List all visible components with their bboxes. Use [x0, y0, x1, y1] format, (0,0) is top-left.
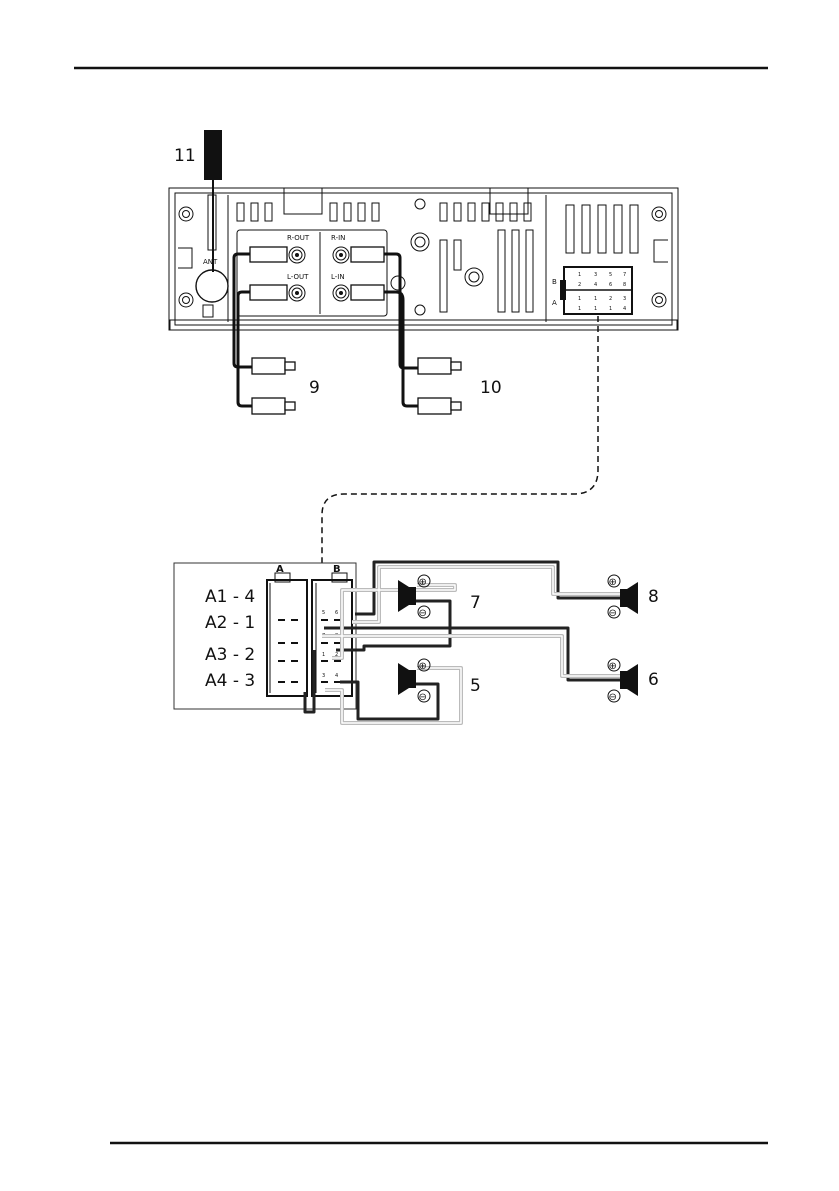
rca-cables — [232, 246, 462, 415]
mapping-a1: A1 - 4 — [205, 587, 255, 607]
callout-7: 7 — [470, 593, 481, 613]
speaker-wires — [303, 560, 620, 725]
speaker-front-left: ⊕ ⊖ — [398, 574, 431, 619]
rca-jacks — [288, 246, 350, 302]
conn-pin: 7 — [623, 272, 626, 278]
conn-pin: 1 — [578, 272, 581, 278]
positive-terminal: ⊕ — [419, 577, 427, 588]
conn-pin: 5 — [609, 272, 612, 278]
speaker-front-right: ⊕ ⊖ — [607, 574, 638, 619]
conn-pin: 1 — [578, 306, 581, 312]
iso-pin-number: 1 — [322, 652, 325, 658]
conn-pin: 6 — [609, 282, 612, 288]
l-in-label: L-IN — [331, 273, 345, 281]
callout-10: 10 — [480, 378, 502, 398]
callout-6: 6 — [648, 670, 659, 690]
ant-label: ANT — [203, 258, 218, 266]
speaker-rear-left: ⊕ ⊖ — [398, 658, 431, 703]
mapping-a2: A2 - 1 — [205, 613, 255, 633]
conn-pin: 4 — [594, 282, 597, 288]
iso-block-a-label: A — [276, 564, 284, 575]
iso-pin-number: 3 — [322, 673, 325, 679]
r-out-label: R-OUT — [287, 234, 310, 242]
negative-terminal: ⊖ — [419, 608, 427, 619]
head-unit-rear-panel: ANT R-OUT L-OUT R-IN L-IN B A 1 3 5 7 2 … — [168, 187, 679, 331]
conn-pin: 1 — [609, 306, 612, 312]
conn-pin: 2 — [609, 296, 612, 302]
conn-pin: 1 — [594, 306, 597, 312]
speaker-rear-right: ⊕ ⊖ — [607, 658, 638, 703]
positive-terminal: ⊕ — [609, 661, 617, 672]
negative-terminal: ⊖ — [419, 692, 427, 703]
conn-pin: 3 — [623, 296, 626, 302]
iso-pin-number: 5 — [322, 610, 325, 616]
negative-terminal: ⊖ — [609, 608, 617, 619]
mapping-a4: A4 - 3 — [205, 671, 255, 691]
conn-pin: 2 — [578, 282, 581, 288]
conn-pin: 4 — [623, 306, 626, 312]
antenna-socket — [195, 269, 229, 303]
iso-block-b-label: B — [333, 564, 341, 575]
conn-pin: 1 — [594, 296, 597, 302]
conn-pin: 1 — [578, 296, 581, 302]
rca-panel — [236, 229, 388, 317]
callout-5: 5 — [470, 676, 481, 696]
positive-terminal: ⊕ — [419, 661, 427, 672]
negative-terminal: ⊖ — [609, 692, 617, 703]
harness-connection-line — [321, 316, 599, 566]
callout-11: 11 — [174, 146, 196, 166]
callout-9: 9 — [309, 378, 320, 398]
block-b-label: B — [552, 278, 557, 286]
conn-pin: 3 — [594, 272, 597, 278]
iso-pin-number: 2 — [335, 652, 338, 658]
antenna-plug — [204, 130, 222, 272]
r-in-label: R-IN — [331, 234, 345, 242]
rear-iso-connector: B A 1 3 5 7 2 4 6 8 1 1 2 3 1 1 1 4 — [552, 266, 633, 315]
conn-pin: 8 — [623, 282, 626, 288]
block-a-label: A — [552, 299, 557, 307]
mapping-a3: A3 - 2 — [205, 645, 255, 665]
l-out-label: L-OUT — [287, 273, 309, 281]
positive-terminal: ⊕ — [609, 577, 617, 588]
iso-pin-number: 4 — [335, 673, 338, 679]
callout-8: 8 — [648, 587, 659, 607]
iso-pin-number: 6 — [335, 610, 338, 616]
mounting-holes — [178, 198, 667, 316]
